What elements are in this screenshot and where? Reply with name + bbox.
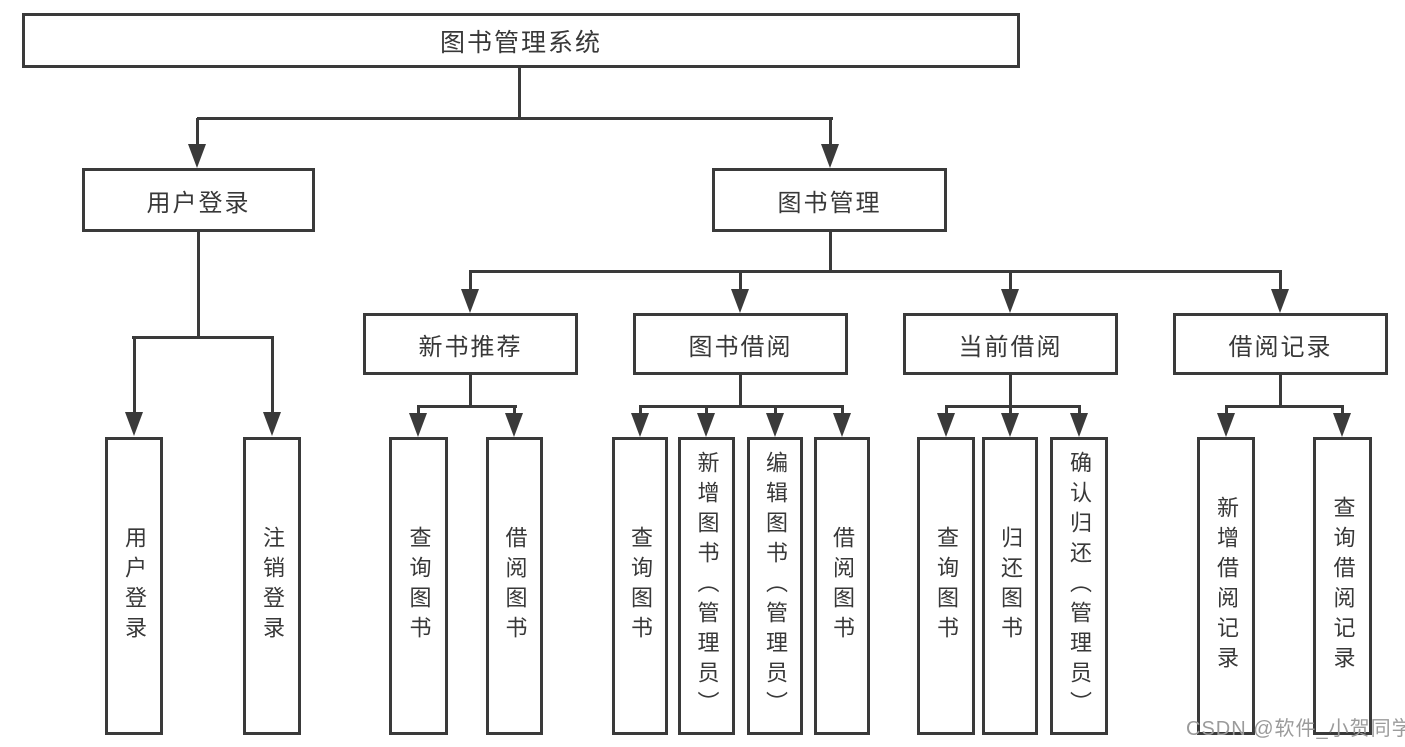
leaf-label: 借阅图书 <box>502 526 528 646</box>
leaf-label: 新增借阅记录 <box>1214 496 1239 676</box>
leaf-borrow-books: 借阅图书 <box>814 437 870 735</box>
leaf-query-books-borrow: 查询图书 <box>612 437 668 735</box>
connector-book-borrow-rail <box>639 405 844 408</box>
down-arrow-icon <box>1271 289 1289 313</box>
connector-drop <box>1225 407 1228 415</box>
down-arrow-icon <box>766 413 784 437</box>
down-arrow-icon <box>1001 413 1019 437</box>
connector-drop <box>469 272 472 290</box>
leaf-label: 查询借阅记录 <box>1330 496 1356 676</box>
connector-drop <box>1009 272 1012 290</box>
connector-level2-rail <box>197 117 833 120</box>
down-arrow-icon <box>1217 413 1235 437</box>
node-borrow-records-label: 借阅记录 <box>1228 333 1333 361</box>
connector-book-management-stem <box>829 231 832 272</box>
node-current-borrow-label: 当前借阅 <box>958 333 1063 361</box>
node-book-management-label: 图书管理 <box>777 189 882 217</box>
connector-drop <box>417 407 420 415</box>
leaf-query-borrow-record: 查询借阅记录 <box>1313 437 1372 735</box>
connector-current-borrow-stem <box>1009 374 1012 407</box>
down-arrow-icon <box>125 412 143 436</box>
connector-new-book-rail <box>417 405 517 408</box>
down-arrow-icon <box>409 413 427 437</box>
connector-drop <box>739 272 742 290</box>
leaf-label: 查询图书 <box>406 526 432 646</box>
node-new-book-recommend: 新书推荐 <box>363 313 578 375</box>
leaf-label: 新增图书（管理员） <box>694 451 720 721</box>
down-arrow-icon <box>821 144 839 168</box>
connector-level3-rail <box>469 270 1282 273</box>
connector-drop <box>705 407 708 415</box>
connector-root-stem <box>518 67 521 118</box>
down-arrow-icon <box>1070 413 1088 437</box>
connector-drop <box>774 407 777 415</box>
connector-drop <box>1009 407 1012 415</box>
leaf-return-book: 归还图书 <box>982 437 1038 735</box>
node-book-borrow: 图书借阅 <box>633 313 848 375</box>
connector-drop <box>1341 407 1344 415</box>
leaf-label: 借阅图书 <box>830 526 855 646</box>
connector-user-login-stem <box>197 231 200 338</box>
leaf-label: 归还图书 <box>998 526 1023 646</box>
node-book-borrow-label: 图书借阅 <box>688 333 793 361</box>
node-book-management: 图书管理 <box>712 168 947 232</box>
root-node-label: 图书管理系统 <box>439 28 602 57</box>
leaf-label: 注销登录 <box>260 526 285 646</box>
root-node: 图书管理系统 <box>22 13 1020 68</box>
down-arrow-icon <box>937 413 955 437</box>
connector-user-login-rail <box>132 336 274 339</box>
connector-book-borrow-stem <box>739 374 742 407</box>
connector-drop <box>1078 407 1081 415</box>
leaf-query-books-current: 查询图书 <box>917 437 975 735</box>
leaf-label: 编辑图书（管理员） <box>763 451 788 721</box>
leaf-add-book-admin: 新增图书（管理员） <box>678 437 735 735</box>
down-arrow-icon <box>731 289 749 313</box>
leaf-confirm-return-admin: 确认归还（管理员） <box>1050 437 1108 735</box>
down-arrow-icon <box>505 413 523 437</box>
down-arrow-icon <box>1333 413 1351 437</box>
leaf-label: 确认归还（管理员） <box>1067 451 1092 721</box>
node-current-borrow: 当前借阅 <box>903 313 1118 375</box>
connector-drop <box>841 407 844 415</box>
connector-new-book-stem <box>469 374 472 407</box>
connector-drop <box>513 407 516 415</box>
down-arrow-icon <box>1001 289 1019 313</box>
leaf-user-login: 用户登录 <box>105 437 163 735</box>
down-arrow-icon <box>188 144 206 168</box>
node-borrow-records: 借阅记录 <box>1173 313 1388 375</box>
leaf-add-borrow-record: 新增借阅记录 <box>1197 437 1255 735</box>
node-user-login: 用户登录 <box>82 168 315 232</box>
down-arrow-icon <box>461 289 479 313</box>
leaf-edit-book-admin: 编辑图书（管理员） <box>747 437 803 735</box>
down-arrow-icon <box>697 413 715 437</box>
watermark: CSDN @软件_小贺同学 <box>1186 718 1405 740</box>
leaf-logout: 注销登录 <box>243 437 301 735</box>
connector-drop <box>639 407 642 415</box>
connector-borrow-records-stem <box>1279 374 1282 407</box>
down-arrow-icon <box>631 413 649 437</box>
leaf-label: 查询图书 <box>934 526 959 646</box>
connector-user-login-drop <box>196 118 199 146</box>
down-arrow-icon <box>263 412 281 436</box>
leaf-label: 查询图书 <box>628 526 653 646</box>
leaf-borrow-books-recommend: 借阅图书 <box>486 437 543 735</box>
connector-book-management-drop <box>829 118 832 146</box>
connector-drop <box>1279 272 1282 290</box>
node-user-login-label: 用户登录 <box>146 189 251 217</box>
down-arrow-icon <box>833 413 851 437</box>
leaf-label: 用户登录 <box>122 526 147 646</box>
connector-drop <box>271 338 274 414</box>
connector-drop <box>945 407 948 415</box>
leaf-query-books-recommend: 查询图书 <box>389 437 448 735</box>
node-new-book-recommend-label: 新书推荐 <box>418 333 523 361</box>
connector-borrow-records-rail <box>1225 405 1344 408</box>
connector-current-borrow-rail <box>945 405 1081 408</box>
connector-drop <box>133 338 136 414</box>
